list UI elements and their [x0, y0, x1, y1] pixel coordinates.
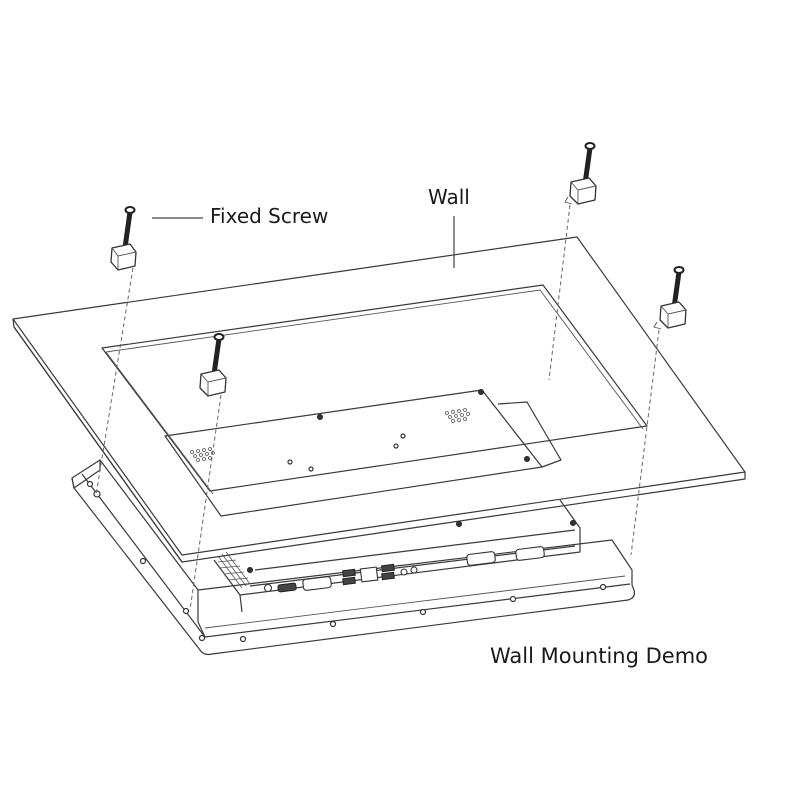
- wall-panel: [12, 236, 746, 563]
- lan-port-icon: [359, 566, 379, 583]
- alignment-guides: [95, 204, 660, 611]
- audio-jack-icon: [400, 568, 408, 576]
- io-ports: [263, 546, 545, 593]
- fixed-screw-1: [110, 206, 137, 271]
- panel-pc-io-housing: [213, 499, 581, 613]
- hdmi-port-icon: [277, 582, 297, 593]
- vga-port-icon: [302, 576, 332, 591]
- fixed-screw-2: [199, 333, 227, 397]
- fixed-screw-3: [564, 142, 597, 205]
- usb-port-icon: [381, 571, 395, 581]
- vent-right: [445, 408, 470, 423]
- com-port-icon: [515, 546, 545, 561]
- com-port-icon: [466, 551, 496, 566]
- panel-pc-rear-cover: [164, 389, 562, 517]
- usb-port-icon: [381, 563, 395, 573]
- usb-port-icon: [342, 568, 356, 578]
- power-jack-icon: [263, 583, 273, 593]
- fixed-screw-label: Fixed Screw: [210, 204, 329, 228]
- wall-label: Wall: [428, 185, 470, 209]
- usb-port-icon: [342, 576, 356, 586]
- vent-left: [190, 447, 215, 462]
- diagram-caption: Wall Mounting Demo: [490, 644, 708, 668]
- fixed-screw-4: [653, 266, 687, 330]
- side-vent: [217, 551, 251, 589]
- audio-jack-icon: [410, 566, 418, 574]
